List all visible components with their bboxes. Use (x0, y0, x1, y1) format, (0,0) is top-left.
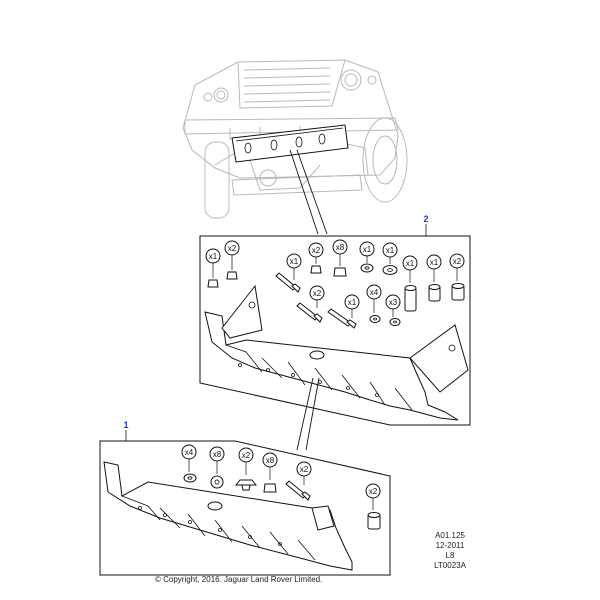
leader-panel-2-to-panel-1 (296, 377, 320, 451)
panel-1: 1 x4 (99, 420, 391, 576)
callout-label: x1 (406, 259, 415, 268)
panel-2: 2 (199, 214, 471, 426)
meta-variant: L8 (445, 551, 455, 560)
panel-1-fasteners (183, 459, 381, 530)
copyright-notice: © Copyright, 2016. Jaguar Land Rover Lim… (155, 575, 323, 584)
callout-label: x1 (290, 257, 299, 266)
vehicle-outline (182, 59, 408, 219)
callout-label: x8 (213, 450, 222, 459)
callout-label: x1 (363, 245, 372, 254)
callout-label: x3 (389, 298, 398, 307)
vehicle-guard-plate (231, 124, 349, 163)
panel-1-frame (99, 440, 391, 576)
panel-1-reference: 1 (123, 420, 128, 430)
leader-vehicle-to-panel-2 (289, 149, 328, 235)
callout-label: x2 (312, 246, 321, 255)
panel-2-callouts: x1 x2 x1 x2 x8 x1 x1 x1 x1 x2 x2 x1 x4 x… (205, 239, 465, 310)
callout-label: x1 (430, 258, 439, 267)
callout-label: x8 (266, 456, 275, 465)
callout-label: x2 (369, 487, 378, 496)
meta-code: A01.125 (435, 531, 465, 540)
callout-label: x4 (370, 288, 379, 297)
meta-illustration-id: LT0023A (434, 561, 466, 570)
panel-2-reference: 2 (423, 214, 428, 224)
panel-1-skid-plate (103, 461, 353, 571)
callout-label: x1 (348, 298, 357, 307)
callout-label: x2 (228, 244, 237, 253)
callout-label: x1 (209, 252, 218, 261)
panel-2-fasteners (207, 254, 465, 329)
panel-1-callouts: x4 x8 x2 x8 x2 x2 (181, 444, 381, 499)
meta-date: 12-2011 (435, 541, 465, 550)
illustration-meta: A01.125 12-2011 L8 LT0023A (425, 531, 475, 571)
callout-label: x1 (386, 246, 395, 255)
callout-label: x4 (185, 448, 194, 457)
callout-label: x8 (336, 243, 345, 252)
callout-label: x2 (300, 465, 309, 474)
panel-2-frame (199, 235, 471, 426)
callout-label: x2 (313, 289, 322, 298)
callout-label: x2 (242, 451, 251, 460)
panel-2-skid-plate (204, 284, 469, 421)
callout-label: x2 (453, 257, 462, 266)
